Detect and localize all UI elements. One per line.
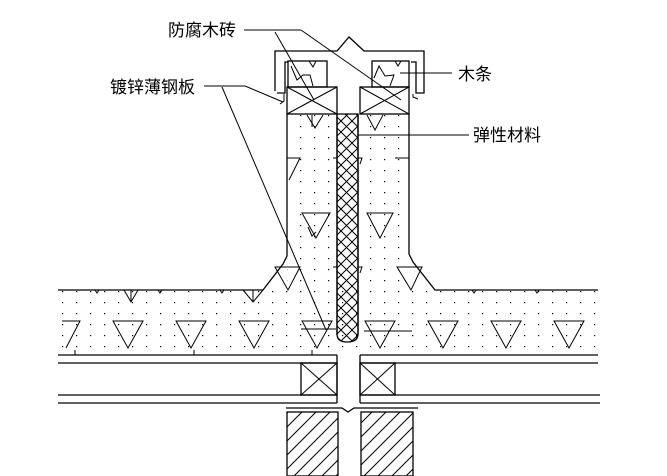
wood-strip-left xyxy=(287,60,328,88)
label-galvanized-steel-sheet: 镀锌薄钢板 xyxy=(110,78,195,98)
masonry-piers xyxy=(286,407,418,476)
concrete-fill xyxy=(58,114,598,354)
elastic-material xyxy=(336,113,359,343)
wood-strip-right xyxy=(371,60,410,88)
wood-block-right xyxy=(359,86,410,115)
leader-galvanized-steel-sheet xyxy=(204,85,327,331)
aggregate-marks xyxy=(62,114,585,355)
leader-anticorrosion-wood-block xyxy=(244,29,402,101)
galvanized-steel-cover xyxy=(274,36,425,105)
label-wood-strip: 木条 xyxy=(458,65,492,85)
lower-wood-block-left xyxy=(300,362,338,396)
lower-wood-block-right xyxy=(359,362,396,396)
wood-block-left xyxy=(286,86,338,115)
label-anticorrosion-wood-block: 防腐木砖 xyxy=(168,21,236,41)
floor-layers xyxy=(58,354,600,404)
label-elastic-material: 弹性材料 xyxy=(473,126,541,146)
